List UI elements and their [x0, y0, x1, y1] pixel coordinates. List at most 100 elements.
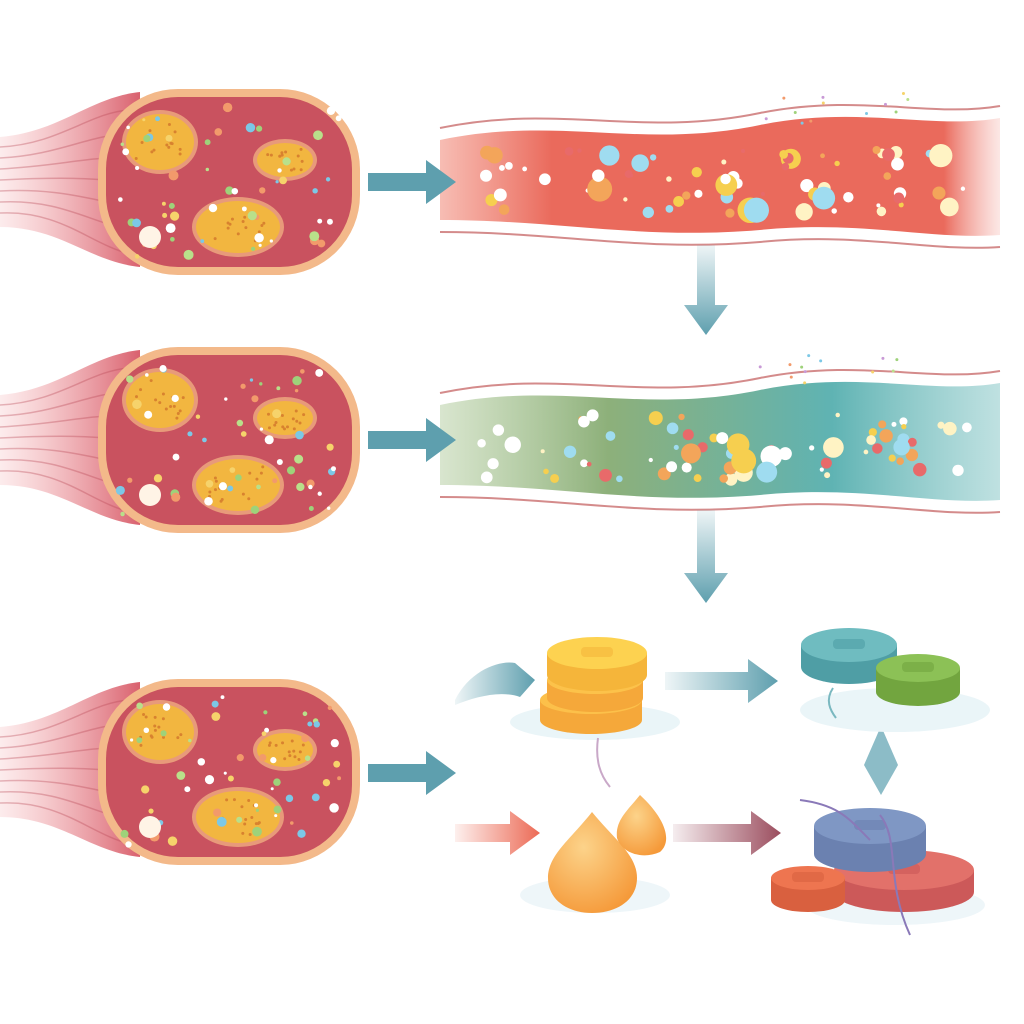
arrow-right-icon: [368, 418, 456, 462]
blood-particle: [893, 192, 905, 204]
molecule-dot: [289, 821, 294, 825]
organelle-speck: [281, 741, 285, 745]
organelle-speck: [273, 423, 277, 427]
organelle-speck: [269, 153, 273, 157]
muscle-fiber-line: [0, 470, 131, 513]
arrow-right-icon: [368, 160, 456, 204]
blood-particle: [901, 424, 907, 430]
molecule-dot: [204, 496, 213, 506]
organelle-speck: [288, 754, 292, 758]
blood-particle: [721, 159, 727, 165]
organelle-speck: [219, 499, 223, 503]
blood-particle: [831, 208, 837, 214]
organelle-speck: [241, 492, 245, 496]
blood-particle: [863, 449, 869, 455]
organelle-speck: [173, 130, 177, 134]
molecule-dot: [286, 466, 296, 475]
organelle-speck: [241, 831, 245, 835]
blood-particle: [940, 197, 959, 217]
organelle-speck: [280, 414, 284, 418]
organelle-speck: [153, 728, 157, 732]
molecule-dot: [211, 700, 219, 708]
blood-particle: [960, 186, 966, 191]
organelle-speck: [259, 471, 263, 475]
blood-particle: [893, 439, 910, 456]
molecule-dot: [236, 816, 243, 823]
organelle-speck: [292, 167, 296, 171]
lipid-droplet: [139, 484, 161, 506]
molecule-dot: [184, 786, 191, 793]
organelle-speck: [267, 412, 271, 416]
molecule-dot: [205, 167, 210, 172]
blood-particle: [882, 148, 895, 161]
molecule-dot: [250, 505, 260, 514]
organelle-speck: [268, 741, 272, 745]
fat-droplet-icon: [548, 812, 637, 913]
molecule-dot: [292, 375, 302, 386]
blood-particle: [631, 154, 649, 172]
organelle-speck: [225, 798, 229, 802]
blood-particle: [879, 429, 893, 443]
molecule-dot: [148, 808, 154, 814]
blood-particle: [820, 153, 825, 159]
muscle-cross-section-icon: [0, 679, 360, 865]
molecule-dot: [259, 382, 263, 386]
mitochondrion: [126, 704, 194, 760]
molecule-dot: [326, 443, 334, 451]
molecule-dot: [256, 484, 261, 490]
disc-slot: [792, 872, 824, 882]
escaping-particle: [788, 363, 792, 367]
organelle-speck: [244, 226, 248, 230]
molecule-dot: [240, 431, 247, 437]
blood-particle: [563, 445, 577, 458]
organelle-speck: [208, 490, 212, 494]
molecule-dot: [216, 816, 227, 827]
disc-slot: [902, 662, 934, 672]
molecule-dot: [144, 410, 153, 419]
organelle-speck: [214, 479, 218, 483]
molecule-dot: [335, 115, 342, 122]
blood-vessel-green-icon: [439, 354, 1001, 514]
organelle-speck: [298, 750, 302, 754]
escaping-particle: [819, 359, 823, 363]
organelle-speck: [278, 154, 282, 158]
organelle-speck: [140, 141, 144, 145]
molecule-dot: [285, 794, 294, 803]
blood-particle: [673, 444, 679, 450]
molecule-dot: [162, 703, 171, 711]
molecule-dot: [264, 435, 274, 445]
molecule-dot: [126, 125, 130, 130]
molecule-dot: [125, 841, 132, 848]
blood-particle: [522, 166, 528, 172]
organelle-speck: [292, 427, 296, 431]
muscle-fiber-line: [0, 212, 131, 255]
molecule-dot: [170, 236, 175, 242]
molecule-dot: [247, 210, 257, 221]
molecule-dot: [273, 805, 282, 814]
organelle-speck: [292, 749, 296, 753]
molecule-dot: [118, 197, 123, 202]
blood-particle: [876, 203, 881, 208]
molecule-dot: [270, 787, 274, 791]
blood-particle: [480, 169, 493, 182]
molecule-dot: [312, 188, 318, 194]
organelle-speck: [274, 420, 278, 424]
disc-green-icon: [876, 654, 960, 706]
molecule-dot: [264, 727, 270, 733]
organelle-speck: [299, 147, 303, 151]
blood-particle: [682, 191, 691, 200]
blood-particle: [691, 166, 702, 178]
molecule-dot: [134, 254, 140, 259]
molecule-dot: [162, 212, 168, 218]
molecule-dot: [317, 491, 322, 496]
organelle-speck: [248, 471, 252, 475]
molecule-dot: [277, 168, 282, 173]
molecule-dot: [276, 458, 283, 466]
escaping-particle: [807, 354, 811, 358]
blood-particle: [543, 468, 549, 475]
molecule-dot: [195, 414, 201, 419]
blood-particle: [820, 457, 832, 469]
mitochondrion: [257, 401, 313, 435]
escaping-particle: [789, 375, 793, 379]
organelle-speck: [164, 407, 168, 411]
